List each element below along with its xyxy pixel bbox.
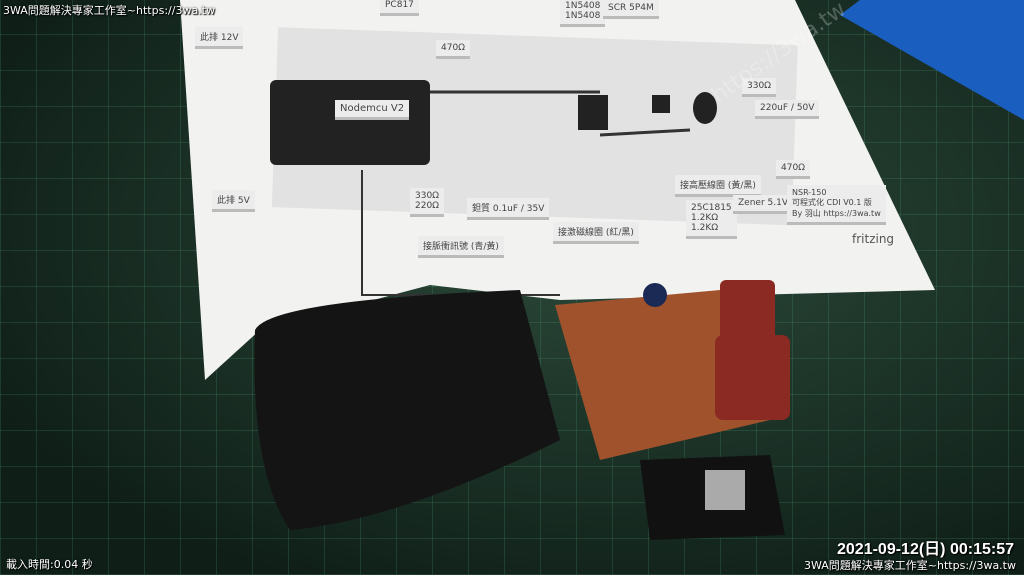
label-330: 330Ω [742, 78, 777, 97]
label-12v: 此排 12V [195, 27, 244, 49]
label-pc817: PC817 [380, 0, 419, 16]
label-scr: SCR 5P4M [603, 0, 659, 19]
label-diodes: 1N5408 1N5408 [560, 0, 606, 27]
label-470-right: 470Ω [776, 160, 811, 179]
nodemcu-diagram [270, 80, 430, 165]
label-pulse: 接脈衝訊號 (青/黃) [418, 236, 504, 258]
label-tantalum: 鉭質 0.1uF / 35V [467, 198, 550, 220]
label-nodemcu: Nodemcu V2 [335, 100, 410, 120]
top-caption: 3WA問題解決專家工作室~https://3wa.tw [3, 4, 215, 17]
timestamp: 2021-09-12(日) 00:15:57 [837, 541, 1014, 558]
brand-caption: 3WA問題解決專家工作室~https://3wa.tw [804, 559, 1016, 572]
label-zener: Zener 5.1V [733, 195, 793, 214]
label-resistors: 330Ω 220Ω [410, 188, 445, 217]
cdi-pcb [555, 290, 770, 460]
fritzing-logo: fritzing [852, 232, 895, 246]
label-hv-coil: 接高壓線圈 (黃/黑) [675, 175, 761, 197]
label-title: NSR-150 可程式化 CDI V0.1 版 By 羽山 https://3w… [787, 185, 886, 225]
wrapped-battery [254, 290, 560, 530]
label-transistor: 25C1815 1.2KΩ 1.2KΩ [686, 200, 737, 239]
blue-tool [840, 0, 1024, 120]
label-5v: 此排 5V [212, 190, 255, 212]
label-470-top: 470Ω [436, 40, 471, 59]
load-time: 載入時間:0.04 秒 [6, 558, 93, 571]
label-cap: 220uF / 50V [755, 100, 820, 119]
label-excite-coil: 接激磁線圈 (紅/黑) [553, 222, 639, 244]
